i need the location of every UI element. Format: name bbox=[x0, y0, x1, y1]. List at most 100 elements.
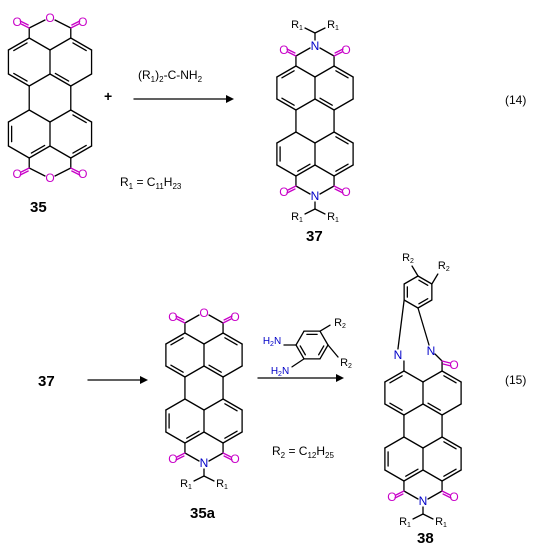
compound-37-top-bond bbox=[319, 47, 335, 57]
compound-37-top-bond bbox=[295, 47, 311, 57]
compound-38-bond bbox=[441, 469, 462, 482]
compound-38-bond bbox=[384, 403, 405, 416]
r1-definition: R1 = C11H23 bbox=[120, 175, 182, 191]
compound-38-top-carbonyl bbox=[441, 360, 451, 364]
reagent-amine: (R1)2-C-NH2 bbox=[138, 68, 203, 84]
compound-37-bond bbox=[276, 65, 297, 78]
compound-37-top-imide-nitrogen: N bbox=[311, 39, 320, 53]
reaction-arrow-3 bbox=[257, 374, 344, 382]
compound-37-top-carbonyl bbox=[333, 51, 343, 57]
compound-35a-bond bbox=[165, 365, 186, 378]
compound-35a-bottom-carbonyl bbox=[223, 455, 233, 461]
compound-35a-top-ring-oxygen: O bbox=[199, 306, 208, 320]
compound-37-top-n-substituent bbox=[314, 27, 326, 34]
compound-38-bond bbox=[384, 370, 405, 383]
reaction-arrow-1 bbox=[133, 95, 234, 103]
compound-35-bottom-bond bbox=[28, 167, 46, 177]
compound-35-double-bond bbox=[13, 72, 28, 82]
compound-37-bottom-bond bbox=[319, 185, 335, 195]
compound-35-bottom-ring-oxygen: O bbox=[45, 171, 54, 185]
compound-38-top-imine-nitrogen: N bbox=[394, 348, 403, 362]
compound-35a-top-bond bbox=[208, 314, 224, 324]
compound-35-bottom-bond bbox=[54, 167, 72, 177]
diamine-benzene-bond bbox=[319, 344, 329, 360]
compound-35a-top-bond bbox=[184, 314, 200, 324]
compound-35-bond bbox=[49, 145, 72, 159]
compound-37-bond bbox=[314, 65, 335, 78]
compound-35a-bond bbox=[165, 332, 186, 345]
compound-37-top-carbonyl-oxygen: O bbox=[341, 43, 350, 57]
compound-35a-bond bbox=[222, 398, 243, 411]
compound-35a-bottom-carbonyl bbox=[176, 452, 186, 458]
compound-35a-bond bbox=[222, 365, 243, 378]
compound-35-bottom-carbonyl bbox=[70, 167, 80, 173]
plus-sign: + bbox=[104, 88, 112, 104]
compound-37-bottom-carbonyl bbox=[334, 188, 344, 194]
compound-37-bottom-n-substituent bbox=[314, 208, 326, 215]
diamine-benzene-bond bbox=[295, 344, 305, 360]
compound-35a-bond bbox=[222, 431, 243, 444]
compound-35a-bond bbox=[203, 365, 224, 378]
compound-38-top-carbonyl bbox=[442, 363, 452, 367]
compound-35a-top-carbonyl bbox=[176, 318, 186, 324]
compound-37-double-bond bbox=[319, 97, 333, 106]
compound-38-benzene-double bbox=[418, 298, 429, 305]
compound-37-bond bbox=[333, 164, 354, 177]
compound-35a-bond bbox=[165, 398, 186, 411]
diamine-amino-group: H2N bbox=[263, 336, 281, 348]
compound-38-bond bbox=[403, 403, 424, 416]
compound-37-bond bbox=[333, 98, 354, 111]
compound-35-bond bbox=[49, 37, 72, 51]
diamine-r2-bond bbox=[319, 324, 331, 332]
compound-35-double-bond bbox=[54, 72, 70, 82]
compound-37-bond bbox=[276, 98, 297, 111]
compound-38-bond bbox=[441, 403, 462, 416]
compound-35a-bond bbox=[184, 365, 205, 378]
compound-38-r2-bond bbox=[411, 265, 419, 277]
compound-37-bond bbox=[333, 65, 354, 78]
diamine-benzene-double bbox=[318, 345, 325, 356]
compound-38-bottom-carbonyl bbox=[441, 490, 451, 496]
compound-35-bond bbox=[70, 73, 93, 87]
compound-35a-double-bond bbox=[170, 337, 184, 346]
compound-35-bond bbox=[28, 145, 51, 159]
compound-37-bottom-r1-group: R1 bbox=[291, 211, 303, 224]
compound-38-r2-group: R2 bbox=[438, 260, 450, 273]
compound-35-bond bbox=[7, 109, 30, 123]
compound-37-double-bond bbox=[335, 70, 349, 79]
diamine-benzene-bond bbox=[295, 330, 305, 346]
compound-37-bottom-carbonyl bbox=[286, 188, 296, 194]
compound-38-bottom-bond bbox=[403, 490, 419, 500]
compound-37-bond bbox=[295, 131, 316, 144]
compound-38-r2-group: R2 bbox=[402, 252, 414, 265]
equation-number-14: (14) bbox=[505, 93, 526, 107]
compound-35-top-bond bbox=[28, 19, 46, 29]
compound-35a-top-carbonyl bbox=[222, 318, 232, 324]
compound-37-top-carbonyl bbox=[287, 51, 297, 57]
compound-38-double-bond bbox=[405, 468, 419, 477]
compound-35-bond bbox=[70, 109, 93, 123]
compound-35a-bottom-imide-nitrogen: N bbox=[200, 456, 209, 470]
compound-38-benzene-bond bbox=[417, 299, 433, 309]
compound-37-bottom-imide-nitrogen: N bbox=[311, 189, 320, 203]
compound-35a-double-bond bbox=[186, 430, 200, 439]
diamine-r2-group: R2 bbox=[340, 357, 352, 370]
compound-38-bond bbox=[422, 469, 443, 482]
compound-38-double-bond bbox=[389, 402, 403, 411]
compound-35-double-bond bbox=[72, 114, 87, 124]
compound-38-bottom-carbonyl bbox=[442, 493, 452, 499]
compound-37-double-bond bbox=[281, 70, 295, 79]
compound-35a-top-carbonyl-oxygen: O bbox=[230, 310, 239, 324]
compound-38-benzene-bond bbox=[403, 275, 419, 285]
compound-35-bond bbox=[28, 109, 51, 123]
compound-38-bottom-carbonyl-oxygen: O bbox=[387, 490, 396, 504]
compound-37-bond bbox=[314, 131, 335, 144]
compound-37-top-carbonyl-oxygen: O bbox=[279, 43, 288, 57]
compound-35a-bottom-carbonyl-oxygen: O bbox=[230, 452, 239, 466]
diamine-nh2-bond bbox=[291, 358, 305, 368]
compound-38-bottom-imide-nitrogen: N bbox=[419, 494, 428, 508]
compound-35-bond bbox=[70, 145, 93, 159]
compound-38-label: 38 bbox=[417, 530, 434, 547]
compound-38-bottom-carbonyl bbox=[394, 493, 404, 499]
